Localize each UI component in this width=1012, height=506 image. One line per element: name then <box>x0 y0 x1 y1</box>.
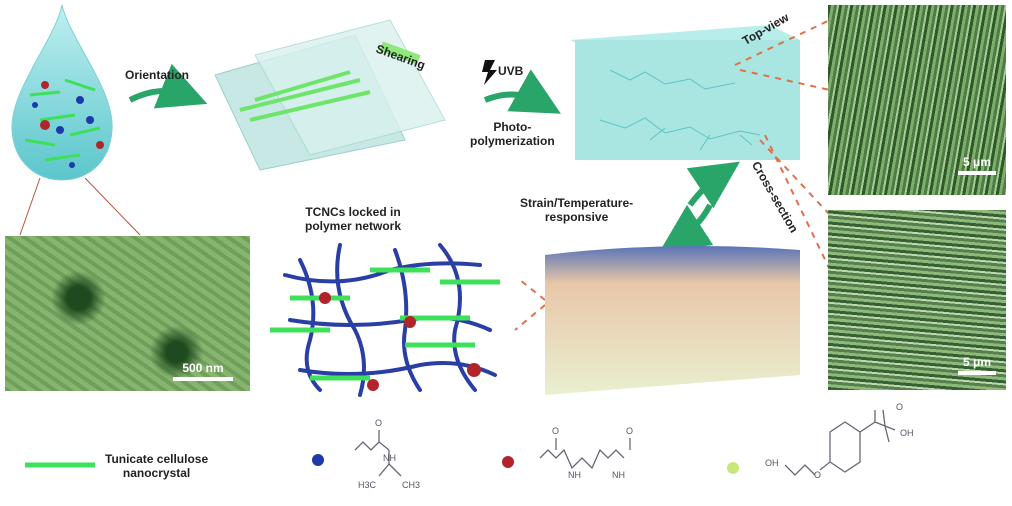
crosslink-points <box>319 292 481 391</box>
chem-atom: OH <box>900 428 914 438</box>
responsive-arrow-up <box>686 161 740 209</box>
sem-top-view-image: 5 μm <box>828 5 1006 195</box>
legend-initiator-dot <box>727 462 739 474</box>
scale-label: 5 μm <box>962 355 992 369</box>
label-photopolymerization: Photo- polymerization <box>470 120 555 148</box>
chem-atom: O <box>552 426 560 436</box>
orientation-arrow <box>128 63 208 109</box>
scale-label: 5 μm <box>962 155 992 169</box>
droplet <box>11 4 113 181</box>
scale-bar-tem: 500 nm <box>173 361 233 381</box>
chem-atom: O <box>814 470 822 480</box>
legend-crosslinker-dot <box>502 456 514 468</box>
chem-atom: CH3 <box>402 480 421 490</box>
legend-tcnc-label: Tunicate cellulose nanocrystal <box>105 452 209 480</box>
sem-cross-section-image: 5 μm <box>828 210 1006 390</box>
scale-bar-sem-cross: 5 μm <box>958 355 996 375</box>
scale-bar-sem-top: 5 μm <box>958 155 996 175</box>
hydrogel-block <box>575 40 800 160</box>
label-orientation: Orientation <box>125 68 190 82</box>
chem-atom: H3C <box>358 480 377 490</box>
chem-atom: NH <box>612 470 625 480</box>
chem-atom: OH <box>765 458 779 468</box>
label-responsive: Strain/Temperature- responsive <box>520 196 634 224</box>
label-uvb: UVB <box>498 64 524 78</box>
responsive-arrow-down <box>659 203 714 252</box>
photopolymerization-arrow <box>483 69 561 114</box>
legend-monomer-dot <box>312 454 324 466</box>
tem-image: 500 nm <box>5 236 250 391</box>
droplet-particles <box>32 81 104 168</box>
label-tcncs-locked: TCNCs locked in polymer network <box>305 205 402 233</box>
deformed-gel <box>545 246 800 395</box>
chem-atom: O <box>375 418 383 428</box>
chemical-structures <box>354 409 896 477</box>
uv-bolt-icon <box>482 60 497 85</box>
chem-atom: O <box>896 402 904 412</box>
droplet-rods <box>24 78 101 162</box>
chem-atom: O <box>626 426 634 436</box>
chem-atom: NH <box>383 453 396 463</box>
scale-label: 500 nm <box>182 361 224 375</box>
chem-atom: NH <box>568 470 581 480</box>
